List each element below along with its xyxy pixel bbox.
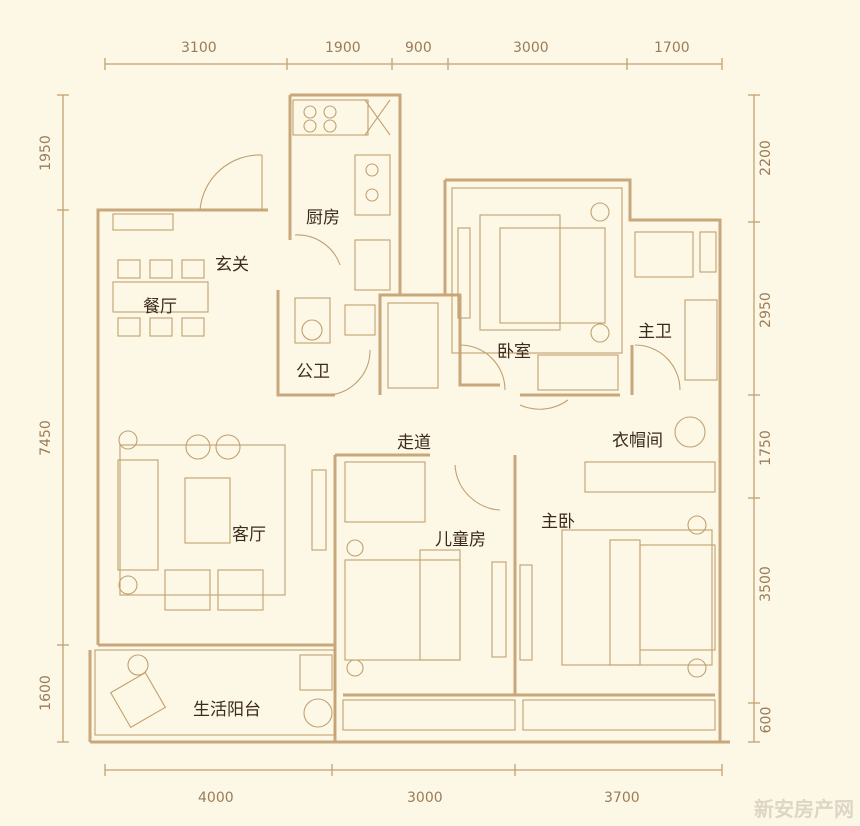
dim-right-2: 2950 [757, 292, 774, 328]
dim-bottom-1: 4000 [198, 790, 234, 806]
dim-top-5: 1700 [654, 40, 690, 56]
dim-top-3: 900 [405, 40, 432, 56]
dim-left-2: 7450 [37, 420, 54, 456]
dim-left-3: 1600 [37, 675, 54, 711]
room-closet: 衣帽间 [612, 431, 663, 451]
dim-right-3: 1750 [757, 430, 774, 466]
watermark: 新安房产网 [754, 797, 854, 821]
dim-top-4: 3000 [513, 40, 549, 56]
room-kids: 儿童房 [435, 530, 486, 550]
room-corridor: 走道 [397, 433, 431, 453]
room-dining: 餐厅 [143, 297, 177, 317]
room-balcony: 生活阳台 [193, 700, 261, 720]
dim-top-1: 3100 [181, 40, 217, 56]
dim-left-1: 1950 [37, 135, 54, 171]
room-bedroom: 卧室 [497, 342, 531, 362]
room-foyer: 玄关 [215, 255, 249, 275]
dim-top-2: 1900 [325, 40, 361, 56]
room-living: 客厅 [232, 525, 266, 545]
dim-right-1: 2200 [757, 140, 774, 176]
interior-details [94, 99, 718, 736]
room-public-bath: 公卫 [296, 362, 330, 382]
room-master-bath: 主卫 [638, 322, 672, 342]
room-master-bedroom: 主卧 [541, 512, 575, 532]
walls [88, 93, 730, 744]
dim-bottom-3: 3700 [604, 790, 640, 806]
dim-right-5: 600 [758, 706, 775, 734]
room-kitchen: 厨房 [306, 208, 340, 228]
dim-right-4: 3500 [757, 566, 774, 602]
dim-bottom-2: 3000 [407, 790, 443, 806]
